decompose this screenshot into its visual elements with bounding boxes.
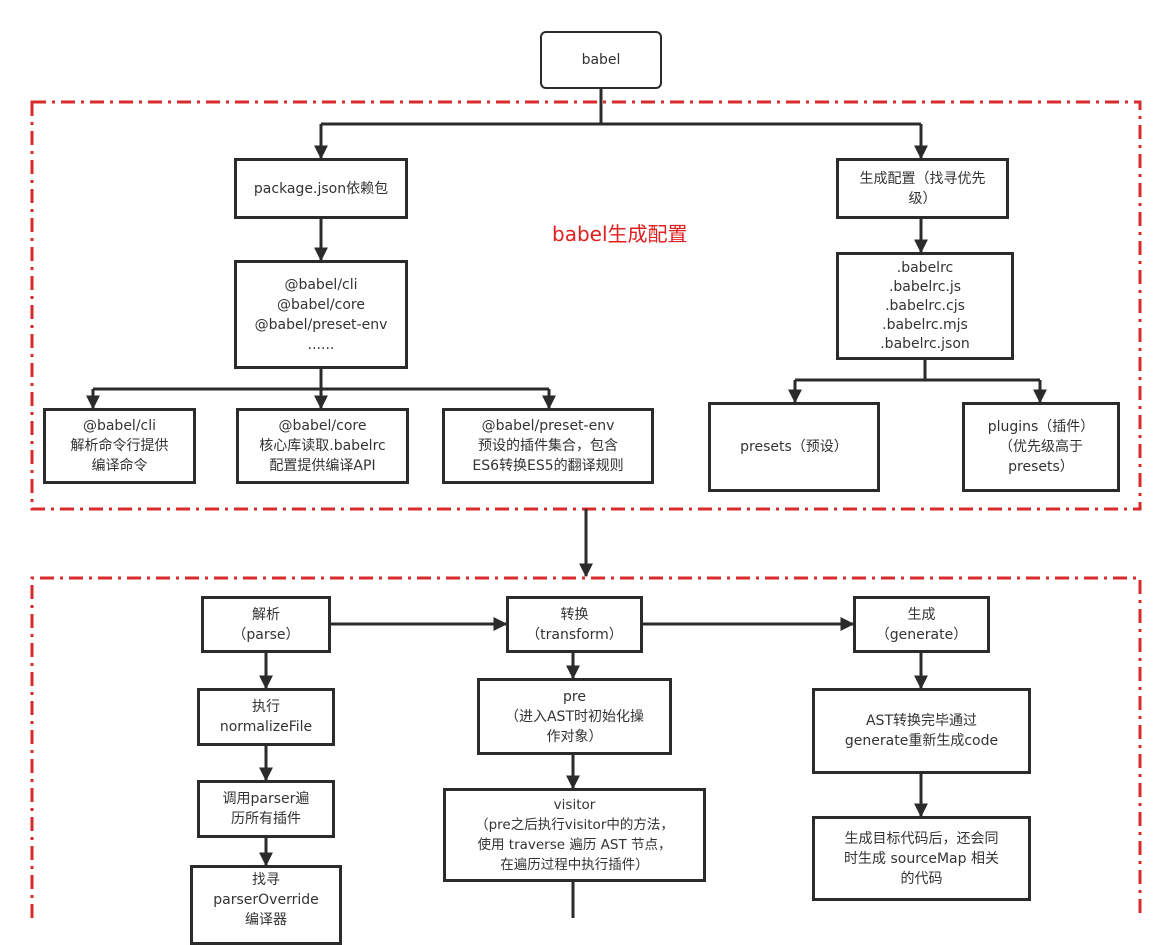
node-text-line: 使用 traverse 遍历 AST 节点， xyxy=(477,837,672,853)
node-text-line: （进入AST时初始化操 xyxy=(504,708,644,725)
node-text-line: plugins（插件） xyxy=(987,419,1095,435)
node-text-line: visitor xyxy=(553,797,596,813)
node-text-line: AST转换完毕通过 xyxy=(865,713,977,729)
edge-deps-split xyxy=(93,368,549,391)
node-text-line: @babel/preset-env xyxy=(481,418,615,434)
node-text-line: 转换 xyxy=(560,606,589,623)
node-text-line: 在遍历过程中执行插件） xyxy=(500,857,649,873)
node-babel-cli[interactable]: @babel/cli 解析命令行提供 编译命令 xyxy=(43,408,196,484)
node-text-line: generate重新生成code xyxy=(844,733,999,749)
node-text-line: .babelrc.mjs xyxy=(882,316,968,333)
node-package-json[interactable]: package.json依赖包 xyxy=(234,158,408,219)
node-text-line: 核心库读取.babelrc xyxy=(259,438,386,454)
node-text-line: .babelrc.cjs xyxy=(885,297,965,314)
edge-babelrc-split xyxy=(795,359,1040,382)
node-text-line: （pre之后执行visitor中的方法， xyxy=(475,817,674,833)
node-deps-list[interactable]: @babel/cli @babel/core @babel/preset-env… xyxy=(234,260,408,369)
node-presets[interactable]: presets（预设） xyxy=(708,402,880,492)
node-text-line: （generate） xyxy=(875,626,968,643)
node-text-line: @babel/cli xyxy=(82,418,157,434)
node-gen-config[interactable]: 生成配置（找寻优先 级） xyxy=(836,158,1009,219)
node-babel-label: babel xyxy=(581,52,621,68)
node-text-line: 解析 xyxy=(252,606,280,623)
node-preset-env[interactable]: @babel/preset-env 预设的插件集合，包含 ES6转换ES5的翻译… xyxy=(442,408,654,484)
node-text-line: 时生成 sourceMap 相关 xyxy=(844,850,999,867)
node-text-line: 调用parser遍 xyxy=(222,791,310,807)
node-text-line: 生成目标代码后，还会同 xyxy=(844,830,999,847)
node-text-line: 生成 xyxy=(907,606,936,623)
node-text-line: @babel/core xyxy=(277,296,365,313)
node-text-line: ES6转换ES5的翻译规则 xyxy=(472,458,624,474)
node-text-line: 解析命令行提供 xyxy=(70,438,169,454)
node-text-line: 配置提供编译API xyxy=(269,458,376,474)
node-text-line: 预设的插件集合，包含 xyxy=(478,438,618,454)
node-generate[interactable]: 生成 （generate） xyxy=(853,596,990,653)
node-text-line: package.json依赖包 xyxy=(253,180,389,197)
node-text-line: 编译器 xyxy=(245,912,287,928)
process-group-border xyxy=(30,576,1142,918)
node-text-line: presets（预设） xyxy=(740,439,848,455)
node-babel-core[interactable]: @babel/core 核心库读取.babelrc 配置提供编译API xyxy=(236,408,409,484)
node-text-line: .babelrc.json xyxy=(880,335,970,352)
node-text-line: 的代码 xyxy=(900,870,943,887)
node-text-line: 作对象） xyxy=(546,728,603,745)
node-ast-generate[interactable]: AST转换完毕通过 generate重新生成code xyxy=(812,688,1031,774)
node-normalize-file[interactable]: 执行 normalizeFile xyxy=(197,688,335,746)
node-text-line: ...... xyxy=(307,336,335,353)
node-text-line: parserOverride xyxy=(213,892,319,908)
node-babel[interactable]: babel xyxy=(540,31,662,89)
node-text-line: （parse） xyxy=(232,626,300,643)
node-text-line: 执行 xyxy=(252,699,280,715)
edge-babel-split xyxy=(321,88,921,126)
connector-layer xyxy=(30,88,1142,918)
node-parse[interactable]: 解析 （parse） xyxy=(201,596,331,653)
node-text-line: pre xyxy=(563,688,586,705)
node-text-line: .babelrc xyxy=(896,259,954,276)
node-text-line: 找寻 xyxy=(252,872,280,888)
node-text-line: 级） xyxy=(908,190,937,207)
node-text-line: .babelrc.js xyxy=(888,278,962,295)
config-group-label: babel生成配置 xyxy=(552,222,688,246)
node-visitor[interactable]: visitor （pre之后执行visitor中的方法， 使用 traverse… xyxy=(443,788,706,882)
node-sourcemap[interactable]: 生成目标代码后，还会同 时生成 sourceMap 相关 的代码 xyxy=(812,816,1031,901)
node-plugins[interactable]: plugins（插件） （优先级高于 presets） xyxy=(962,402,1120,492)
node-parser-override[interactable]: 找寻 parserOverride 编译器 xyxy=(190,865,342,945)
node-babelrc-files[interactable]: .babelrc .babelrc.js .babelrc.cjs .babel… xyxy=(836,252,1014,360)
node-text-line: presets） xyxy=(1008,459,1074,475)
node-text-line: normalizeFile xyxy=(219,719,313,735)
node-text-line: @babel/core xyxy=(278,418,367,434)
node-call-parser[interactable]: 调用parser遍 历所有插件 xyxy=(197,780,335,838)
node-pre[interactable]: pre （进入AST时初始化操 作对象） xyxy=(477,678,672,755)
node-text-line: （transform） xyxy=(526,626,623,643)
node-text-line: 编译命令 xyxy=(91,458,148,474)
node-text-line: 生成配置（找寻优先 xyxy=(859,170,986,187)
node-transform[interactable]: 转换 （transform） xyxy=(506,596,643,653)
node-text-line: @babel/cli xyxy=(284,276,358,293)
node-text-line: @babel/preset-env xyxy=(254,316,388,333)
node-text-line: （优先级高于 xyxy=(999,439,1083,455)
node-text-line: 历所有插件 xyxy=(231,811,301,827)
